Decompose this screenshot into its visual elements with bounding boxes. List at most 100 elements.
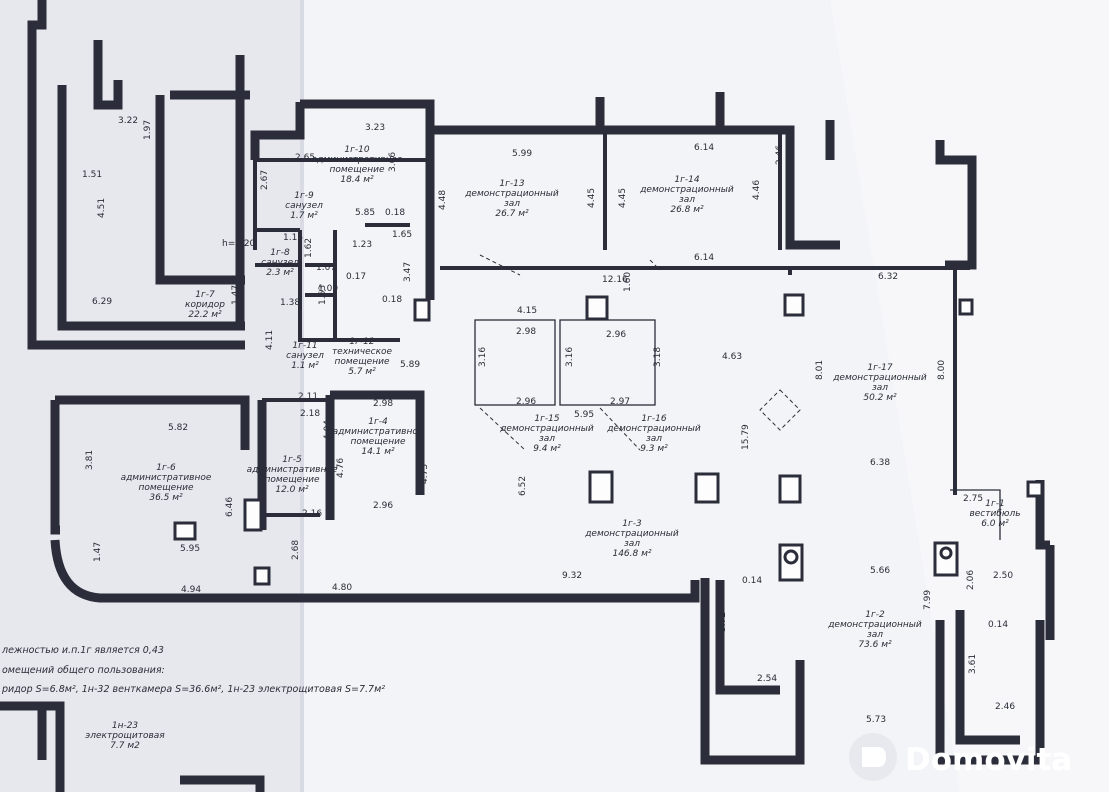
room-label-line: 73.6 м² bbox=[858, 640, 892, 650]
room-label-line: 12.0 м² bbox=[275, 485, 309, 495]
room-label-line: техническое bbox=[332, 347, 393, 357]
dimension-label: 7.99 bbox=[923, 590, 933, 610]
note-line-3: ридор S=6.8м², 1н-32 венткамера S=36.6м²… bbox=[1, 684, 385, 695]
dimension-label: 4.48 bbox=[438, 190, 448, 210]
dimension-label: 5.73 bbox=[866, 715, 886, 725]
dimension-label: 1.60 bbox=[623, 272, 633, 292]
room-label-line: 5.7 м² bbox=[348, 367, 376, 377]
dimension-label: 8.01 bbox=[815, 360, 825, 380]
room-label-line: 18.4 м² bbox=[340, 175, 374, 185]
dimension-label: 2.06 bbox=[966, 570, 976, 590]
dimension-label: 4.46 bbox=[752, 180, 762, 200]
dimension-label: 2.65 bbox=[295, 153, 315, 163]
dimension-label: 2.11 bbox=[298, 392, 318, 402]
dimension-label: 0.14 bbox=[742, 576, 762, 586]
dimension-label: 5.66 bbox=[870, 566, 890, 576]
logo-mark bbox=[862, 747, 886, 767]
room-label-line: 1г-3 bbox=[622, 519, 642, 529]
room-label-line: 1г-16 bbox=[641, 414, 666, 424]
room-label-line: 1г-1 bbox=[985, 499, 1004, 509]
room-label-line: санузел bbox=[285, 201, 323, 211]
dimension-label: 1.47 bbox=[93, 542, 103, 562]
dimension-label: 8.00 bbox=[937, 360, 947, 380]
dimension-label: 4.51 bbox=[97, 198, 107, 218]
room-label-line: демонстрационный bbox=[499, 424, 594, 434]
dimension-label: 4.63 bbox=[722, 352, 742, 362]
note-line-2: омещений общего пользования: bbox=[2, 665, 165, 676]
paper-fold-right bbox=[830, 0, 1109, 792]
room-label-line: 14.1 м² bbox=[361, 447, 395, 457]
dimension-label: 5.95 bbox=[574, 410, 594, 420]
dimension-label: 5.99 bbox=[512, 149, 532, 159]
room-label-line: 1г-6 bbox=[156, 463, 176, 473]
dimension-label: 4.04 bbox=[323, 420, 333, 440]
dimension-label: 5.82 bbox=[168, 423, 188, 433]
bottom-left-walls bbox=[0, 701, 265, 792]
dimension-label: 2.98 bbox=[516, 327, 536, 337]
room-label-line: 1г-13 bbox=[499, 179, 524, 189]
dimension-label: 4.73 bbox=[420, 464, 430, 484]
room-label-line: 1г-7 bbox=[195, 290, 215, 300]
dimension-label: 1.47 bbox=[231, 285, 241, 305]
room-label-line: 1г-11 bbox=[292, 341, 317, 351]
dimension-label: 3.16 bbox=[565, 347, 575, 367]
dimension-label: 3.23 bbox=[365, 123, 385, 133]
dimension-label: 2.97 bbox=[610, 397, 630, 407]
room-label-line: 1г-10 bbox=[344, 145, 369, 155]
dimension-label: 0.18 bbox=[382, 295, 402, 305]
dimension-label: 6.14 bbox=[694, 143, 714, 153]
room-label-line: помещение bbox=[334, 357, 389, 367]
dimension-label: 2.67 bbox=[260, 170, 270, 190]
dimension-label: 9.32 bbox=[562, 571, 582, 581]
room-label-line: демонстрационный bbox=[606, 424, 701, 434]
dimension-label: 2.46 bbox=[995, 702, 1015, 712]
room-label-line: коридор bbox=[185, 300, 225, 310]
dimension-label: 1.65 bbox=[392, 230, 412, 240]
room-label-line: 1.7 м² bbox=[290, 211, 318, 221]
dimension-label: 1.38 bbox=[280, 298, 300, 308]
room-label-line: 146.8 м² bbox=[612, 549, 651, 559]
dimension-label: 5.89 bbox=[400, 360, 420, 370]
dimension-label: 3.22 bbox=[118, 116, 138, 126]
dimension-label: 4.80 bbox=[332, 583, 352, 593]
room-label-line: 26.7 м² bbox=[495, 209, 529, 219]
dimension-label: 15.79 bbox=[741, 424, 751, 450]
room-label-line: 1г-2 bbox=[865, 610, 885, 620]
dimension-label: 2.68 bbox=[291, 540, 301, 560]
room-label-line: зал bbox=[679, 195, 695, 205]
note-line-1: лежностью и.п.1г является 0,43 bbox=[1, 645, 164, 656]
room-label-line: 1г-17 bbox=[867, 363, 892, 373]
dimension-label: 4.15 bbox=[517, 306, 537, 316]
room-label-line: 1.1 м² bbox=[291, 361, 319, 371]
notes: лежностью и.п.1г является 0,43 омещений … bbox=[1, 645, 385, 695]
room-label-line: 1г-12 bbox=[349, 337, 374, 347]
dimension-label: 3.18 bbox=[653, 347, 663, 367]
dimension-label: 2.96 bbox=[516, 397, 536, 407]
dimension-label: 0.17 bbox=[346, 272, 366, 282]
room-label-line: 1г-9 bbox=[294, 191, 314, 201]
room-label-line: 1н-23 bbox=[112, 721, 139, 731]
dimension-label: 1.62 bbox=[304, 238, 314, 258]
room-label-line: 1г-14 bbox=[674, 175, 699, 185]
room-label-line: санузел bbox=[261, 258, 299, 268]
room-label-line: 1г-8 bbox=[270, 248, 290, 258]
dimension-label: 6.52 bbox=[518, 476, 528, 496]
dimension-label: 5.85 bbox=[355, 208, 375, 218]
room-label-line: 7.7 м2 bbox=[110, 741, 140, 751]
walls bbox=[27, 0, 1055, 765]
dimension-label: 12.16 bbox=[602, 275, 628, 285]
room-label-line: административное bbox=[312, 155, 403, 165]
